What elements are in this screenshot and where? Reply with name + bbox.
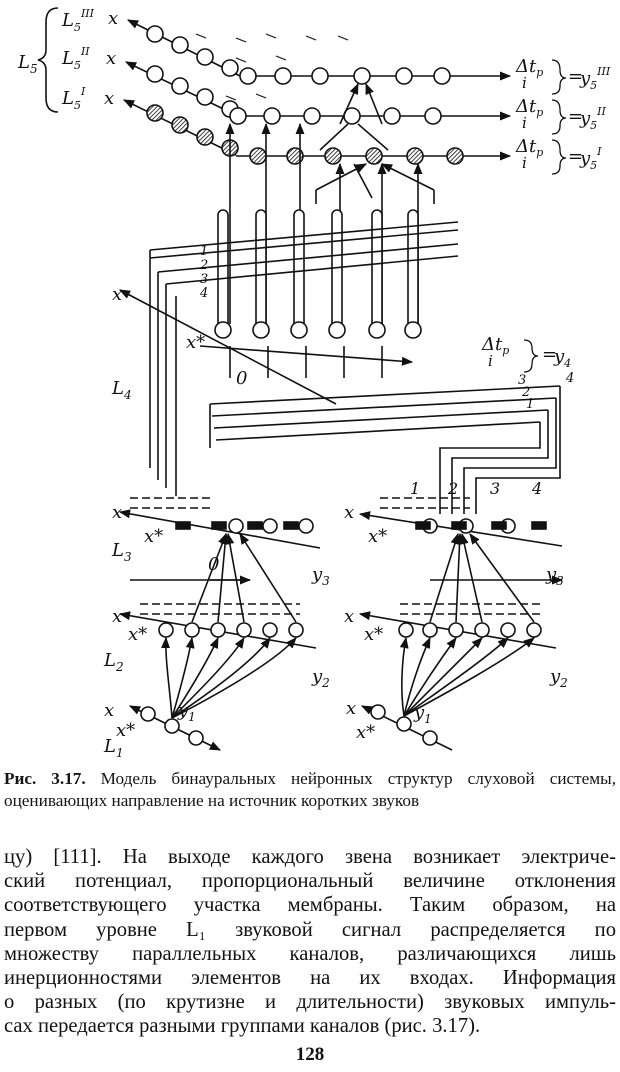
svg-text:Δtp: Δtp: [515, 96, 543, 119]
bus-num-1: 1: [200, 244, 208, 259]
label-y3-right: y3: [545, 564, 564, 588]
l5-convergence: [315, 82, 435, 204]
label-x-l3-left: x: [112, 502, 122, 523]
label-x-l2-right: x: [344, 606, 354, 627]
body-line-6: инерционностями элементов на их входах. …: [4, 966, 616, 989]
svg-text:=: =: [542, 344, 557, 365]
dt-label-ii: Δtp i = y5II: [515, 96, 607, 132]
label-l5: L5: [17, 52, 38, 76]
label-l4: L4: [111, 378, 132, 402]
svg-text:Δtp: Δtp: [515, 136, 543, 159]
label-y1-right: y1: [413, 702, 432, 726]
dt-label-y4: Δtp i = y4: [481, 334, 571, 370]
label-xstar-l4: x*: [186, 332, 205, 353]
label-x-l1-left: x: [104, 700, 114, 721]
bus-num-3: 3: [200, 272, 208, 287]
l5-brace: [37, 7, 59, 113]
svg-text:Δtp: Δtp: [481, 334, 509, 357]
channel-4: 4: [531, 479, 542, 498]
label-y1-left: y1: [177, 700, 196, 724]
label-y2-left: y2: [311, 666, 330, 690]
caption-text: Модель бинауральных нейронных структур с…: [4, 769, 617, 810]
svg-text:=: =: [568, 66, 583, 87]
label-xstar-l2-right: x*: [364, 624, 383, 645]
upper-bus: [149, 221, 459, 496]
label-l5-ii: L5II: [61, 45, 90, 72]
bus-num-4: 4: [199, 286, 208, 301]
l4-cylinders: [214, 209, 422, 339]
label-x-l2-left: x: [112, 606, 122, 627]
label-xstar-l1-right: x*: [356, 722, 375, 743]
body-line-1: цу) [111]. На выходе каждого звена возни…: [4, 846, 616, 868]
lower-bus-3: 3: [518, 373, 526, 388]
svg-text:Δtp: Δtp: [515, 56, 543, 79]
svg-text:=: =: [568, 146, 583, 167]
svg-text:y5II: y5II: [579, 105, 607, 132]
body-line-2: ский потенциал, пропорциональный величин…: [4, 870, 616, 893]
channel-1: 1: [410, 479, 420, 498]
l4-axes: [119, 289, 414, 405]
label-l3: L3: [111, 540, 132, 564]
l2-left: [118, 532, 317, 649]
label-l1: L1: [103, 736, 124, 760]
label-l5-iii: L5III: [61, 7, 95, 34]
label-xstar-l2-left: x*: [128, 624, 147, 645]
lower-bus-1: 1: [526, 397, 534, 412]
body-line-8: сах передается разными группами каналов …: [4, 1015, 481, 1038]
channel-3: 3: [490, 479, 500, 498]
svg-text:i: i: [522, 154, 527, 172]
l2-right: [358, 532, 557, 649]
svg-text:=: =: [568, 106, 583, 127]
label-l2: L2: [103, 650, 124, 674]
label-xstar-l3-left: x*: [144, 526, 163, 547]
y5-brace-iii: [551, 59, 567, 95]
label-zero-l4: 0: [236, 368, 247, 389]
l3-left: [118, 497, 321, 585]
l5-neurons: [146, 25, 464, 165]
body-line-4: первом уровне L₁ звуковой сигнал распред…: [4, 918, 616, 941]
y5-brace-i: [551, 139, 567, 175]
label-l5-i: L5I: [61, 85, 86, 112]
label-x-l4: x: [112, 284, 122, 305]
dt-label-iii: Δtp i = y5III: [515, 56, 611, 92]
l1-right: [360, 636, 535, 751]
caption-label: Рис. 3.17.: [4, 769, 86, 788]
label-x-l3-right: x: [344, 502, 354, 523]
label-x-l5-iii: x: [108, 8, 118, 29]
lower-bus-4: 4: [565, 371, 574, 386]
figure-caption: Рис. 3.17. Модель бинауральных нейронных…: [4, 768, 616, 812]
label-x-l1-right: x: [346, 698, 356, 719]
body-line-3: соответствующего участка мембраны. Таким…: [4, 894, 616, 917]
svg-text:y5III: y5III: [579, 65, 611, 92]
channel-2: 2: [447, 479, 458, 498]
label-xstar-l1-left: x*: [116, 720, 135, 741]
label-x-l5-ii: x: [106, 48, 116, 69]
neural-model-figure: L5 L5III L5II L5I x x x Δtp i = y5III Δt…: [17, 7, 611, 760]
label-y3-left: y3: [311, 564, 330, 588]
lower-bus: [209, 385, 561, 514]
y5-brace-ii: [551, 99, 567, 135]
label-xstar-l3-right: x*: [368, 526, 387, 547]
y4-brace: [523, 339, 539, 373]
svg-text:i: i: [522, 74, 527, 92]
label-y2-right: y2: [549, 666, 568, 690]
dt-label-i: Δtp i = y5I: [515, 136, 602, 172]
body-line-5: множеству параллельных каналов, различаю…: [4, 942, 616, 965]
l3-right: [358, 497, 564, 585]
svg-text:i: i: [522, 114, 527, 132]
body-line-7: о разных (по крутизне и длительности) зв…: [4, 991, 616, 1014]
body-paragraph: цу) [111]. На выходе каждого звена возни…: [4, 845, 616, 1039]
lower-bus-2: 2: [521, 385, 530, 400]
bus-num-2: 2: [199, 258, 208, 273]
label-zero-l3: 0: [208, 554, 219, 575]
page-number: 128: [295, 1044, 325, 1065]
svg-text:y4: y4: [553, 346, 571, 370]
l1-left: [128, 636, 297, 751]
label-x-l5-i: x: [104, 88, 114, 109]
svg-text:y5I: y5I: [579, 145, 602, 172]
svg-text:i: i: [488, 352, 493, 370]
